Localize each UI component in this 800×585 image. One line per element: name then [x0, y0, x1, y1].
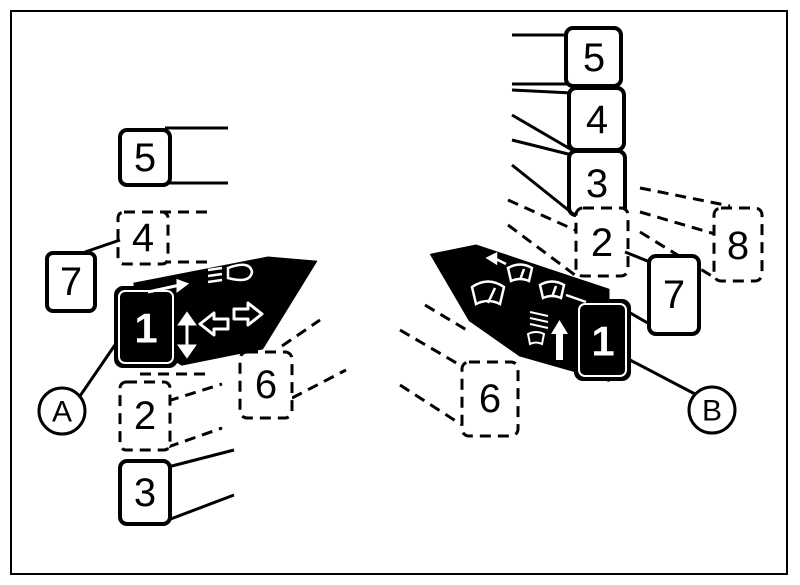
washer-icon [485, 251, 534, 283]
switch-b-main-label: 1 [591, 318, 614, 365]
switch-a-position-7-label: 7 [60, 260, 82, 304]
switch-a-position-6-label: 6 [255, 363, 277, 407]
callout-b-label: B [702, 395, 722, 428]
switch-b: 5 4 3 8 2 [399, 26, 764, 438]
speed-bars-icon [529, 311, 549, 329]
switch-b-position-2-label: 2 [591, 221, 613, 265]
up-down-arrow-icon [177, 311, 197, 359]
switch-b-position-7-label: 7 [663, 273, 685, 317]
lever-marks-icon [147, 278, 190, 294]
switch-b-position-6-label: 6 [479, 377, 501, 421]
wiper-small-icon [526, 331, 546, 346]
switch-a-position-3: 3 [118, 448, 235, 526]
switch-a-main-key: 1 [114, 256, 318, 368]
wiper-interval-icon [538, 280, 587, 304]
switch-b-position-3-label: 3 [586, 162, 608, 206]
switch-a-position-2: 2 [118, 372, 223, 452]
switch-b-main-key: 1 [429, 244, 631, 382]
windshield-wiper-icon [470, 280, 506, 306]
switch-a-position-5: 5 [118, 126, 228, 187]
switch-b-position-6: 6 [399, 303, 520, 438]
callout-a-label: A [52, 396, 72, 429]
switch-b-position-5-label: 5 [583, 36, 605, 80]
switch-a-main-label: 1 [134, 305, 157, 352]
switch-a-position-7: 7 [45, 238, 121, 313]
switch-b-position-2: 2 [507, 198, 630, 278]
callout-a: A [37, 341, 119, 436]
switch-b-position-7: 7 [624, 250, 701, 336]
switch-b-position-4-label: 4 [586, 98, 608, 142]
switch-a-position-4: 4 [116, 210, 212, 266]
switch-a-position-4-label: 4 [132, 216, 154, 260]
left-arrow-icon [198, 311, 230, 337]
switch-b-position-5: 5 [512, 26, 623, 88]
right-arrow-icon [232, 301, 264, 327]
switch-a-position-2-label: 2 [134, 394, 156, 438]
up-arrow-icon [551, 320, 568, 360]
headlight-icon [207, 263, 254, 284]
callout-b: B [629, 358, 737, 435]
switch-a: 5 4 7 1 [37, 126, 347, 526]
switch-a-position-3-label: 3 [134, 471, 156, 515]
switch-a-position-6: 6 [238, 318, 347, 420]
switch-b-position-4: 4 [511, 86, 626, 152]
switch-a-position-5-label: 5 [134, 136, 156, 180]
switch-b-position-8-label: 8 [727, 224, 749, 268]
